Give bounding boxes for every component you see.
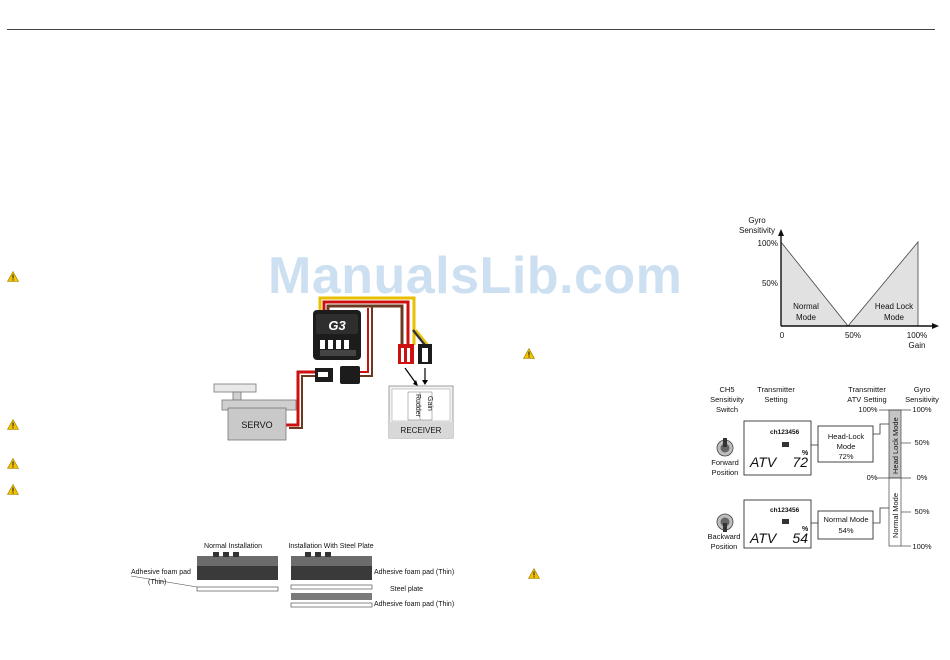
warning-icon [7, 419, 19, 430]
chart-y50: 50% [762, 279, 778, 288]
normal-mode-box: Normal Mode 54% [817, 510, 874, 540]
lcd-backward-value: 54 [792, 530, 808, 546]
headlock-mode-box: Head-Lock Mode 72% [817, 425, 874, 463]
warning-icon [7, 458, 19, 469]
headlock-box-line1: Head-Lock [828, 432, 865, 441]
lcd-forward-atv: ATV [749, 454, 778, 470]
power-wire-red [322, 300, 410, 345]
chart-headlock-2: Mode [884, 313, 905, 322]
warning-icon [528, 568, 540, 579]
lcd-forward-percent: % [802, 450, 809, 457]
chart-x100: 100% [907, 331, 927, 340]
atv-0: 0% [867, 473, 878, 482]
col-ch5-2: Sensitivity [710, 395, 744, 404]
warning-icon [523, 348, 535, 359]
steel-install-title: Installation With Steel Plate [288, 543, 373, 550]
signal-wire-yellow [318, 296, 416, 345]
gyro-unit: G3 [313, 310, 361, 360]
chart-ylabel-1: Gyro [748, 216, 766, 225]
lcd-backward-percent: % [802, 526, 809, 533]
col-gyro-1: Gyro [914, 385, 930, 394]
lcd-backward-atv: ATV [749, 530, 778, 546]
chart-normal-1: Normal [793, 302, 819, 311]
normal-install-title: Normal Installation [204, 543, 262, 550]
chart-y100: 100% [758, 239, 778, 248]
chart-xlabel: Gain [909, 341, 926, 350]
switch-backward-icon [716, 513, 734, 532]
headlock-box-line3: 72% [838, 452, 853, 461]
wiring-diagram: G3 SERVO Rudder Gain RECEIVER [213, 296, 454, 441]
top-rule [7, 29, 935, 30]
chart-ylabel-2: Sensitivity [739, 226, 775, 235]
sensitivity-switch-diagram: CH5 Sensitivity Switch Transmitter Setti… [708, 385, 940, 551]
backward-label-2: Position [711, 542, 738, 551]
col-atv-1: Transmitter [848, 385, 886, 394]
receiver-label: RECEIVER [401, 426, 442, 435]
warning-icon [7, 271, 19, 282]
lcd-forward-channels: ch123456 [770, 429, 800, 436]
warning-icon [7, 484, 19, 495]
rudder-port-label: Rudder [414, 394, 421, 418]
gyro-servo-port [340, 366, 360, 384]
normal-box-line2: 54% [838, 526, 853, 535]
rudder-connector [398, 344, 414, 364]
gyro-100-top: 100% [912, 405, 932, 414]
col-gyro-2: Sensitivity [905, 395, 939, 404]
bar-normal-label: Normal Mode [891, 493, 900, 538]
chart-normal-2: Mode [796, 313, 817, 322]
gain-sensitivity-chart: Gyro Sensitivity 100% 50% Normal Mode He… [739, 216, 939, 350]
gyro-0: 0% [917, 473, 928, 482]
gyro-normal [196, 552, 279, 592]
servo: SERVO [213, 383, 297, 441]
gyro-steel [290, 552, 373, 608]
chart-x0: 0 [780, 331, 785, 340]
col-tx-1: Transmitter [757, 385, 795, 394]
col-atv-2: ATV Setting [847, 395, 886, 404]
gyro-50-bottom: 50% [914, 507, 929, 516]
col-tx-2: Setting [764, 395, 787, 404]
headlock-box-line2: Mode [837, 442, 856, 451]
pad-label-right: Adhesive foam pad (Thin) [374, 569, 454, 576]
switch-forward-icon [716, 438, 734, 457]
lcd-backward: ch123456 ATV 54 % [743, 499, 812, 549]
watermark: ManualsLib.com [268, 247, 683, 305]
backward-label-1: Backward [708, 532, 741, 541]
gyro-100-bottom: 100% [912, 542, 932, 551]
pad-label-left-thin: (Thin) [148, 579, 166, 586]
forward-label-2: Position [712, 468, 739, 477]
chart-x50: 50% [845, 331, 861, 340]
mounting-diagram: Normal Installation Installation With St… [130, 543, 454, 608]
col-ch5-3: Switch [716, 405, 738, 414]
pad-label-left: Adhesive foam pad [131, 569, 191, 576]
col-ch5-1: CH5 [719, 385, 734, 394]
pad-label-bottom: Adhesive foam pad (Thin) [374, 601, 454, 608]
servo-label: SERVO [241, 420, 272, 430]
bar-headlock-label: Head Lock Mode [891, 417, 900, 474]
atv-100-top: 100% [858, 405, 878, 414]
lcd-forward: ch123456 ATV 72 % [743, 420, 812, 476]
normal-box-line1: Normal Mode [823, 515, 868, 524]
receiver: Rudder Gain RECEIVER [388, 385, 454, 439]
steel-plate-label: Steel plate [390, 586, 423, 593]
gyro-50-top: 50% [914, 438, 929, 447]
chart-headlock-1: Head Lock [875, 302, 914, 311]
gain-port-label: Gain [426, 396, 433, 411]
ground-wire-brown [326, 304, 404, 345]
lcd-forward-value: 72 [792, 454, 808, 470]
gyro-logo: G3 [328, 318, 346, 333]
forward-label-1: Forward [711, 458, 739, 467]
lcd-backward-channels: ch123456 [770, 507, 800, 514]
